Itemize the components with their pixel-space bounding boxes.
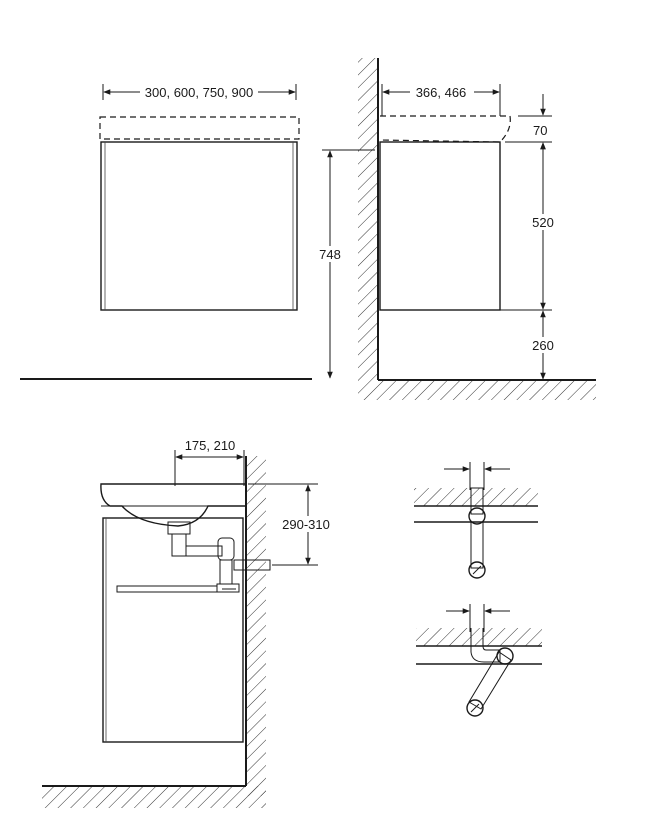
detail1-joint-upper xyxy=(468,507,486,525)
front-cabinet xyxy=(100,141,298,311)
detail1-pipe-lower xyxy=(470,521,484,569)
section-view: 175, 210 290-310 xyxy=(42,438,336,808)
detail1-joint-lower xyxy=(468,561,486,579)
drain-offset-label: 175, 210 xyxy=(185,438,236,453)
detail-angled-outlet xyxy=(416,604,542,717)
section-wall-hatch xyxy=(246,456,266,796)
depth-label: 366, 466 xyxy=(416,85,467,100)
outlet-height-label: 290-310 xyxy=(282,517,330,532)
outlet-pipe xyxy=(233,559,271,571)
front-countertop-outline xyxy=(99,116,300,140)
siphon-cup xyxy=(219,559,233,585)
floor-clearance-label: 260 xyxy=(532,338,554,353)
siphon-cap xyxy=(216,583,240,593)
drain-pipe xyxy=(171,533,187,557)
side-wall-hatch xyxy=(358,58,378,380)
detail1-pipe-upper xyxy=(470,487,484,515)
siphon-horizontal-pipe xyxy=(186,545,223,557)
siphon-body xyxy=(217,537,235,561)
total-height-label: 748 xyxy=(319,247,341,262)
total-height-label-bg xyxy=(317,246,343,262)
side-view: 366, 466 70 520 260 748 xyxy=(317,58,596,400)
detail-straight-outlet xyxy=(414,462,538,579)
detail2-top-hatch xyxy=(416,628,542,646)
outlet-height-label-bg xyxy=(276,516,336,532)
detail2-joint-lower xyxy=(466,699,484,717)
detail2-joint-mark xyxy=(470,703,480,713)
cabinet-height-label-bg xyxy=(530,214,556,230)
floor-clearance-label-bg xyxy=(530,337,556,353)
cabinet-shelf xyxy=(116,585,218,593)
cabinet-height-label: 520 xyxy=(532,215,554,230)
side-floor-hatch xyxy=(358,380,596,400)
detail1-top-hatch xyxy=(414,488,538,506)
depth-label-bg xyxy=(410,84,474,100)
top-label: 70 xyxy=(533,123,547,138)
section-cabinet xyxy=(102,517,244,743)
side-cabinet xyxy=(379,141,501,311)
detail1-joint-mark xyxy=(472,565,482,575)
detail2-pipe-bend xyxy=(470,628,501,663)
washbasin-outline xyxy=(100,483,247,527)
side-countertop-outline xyxy=(379,115,511,143)
width-label: 300, 600, 750, 900 xyxy=(145,85,253,100)
detail2-pipe-angled xyxy=(468,651,512,710)
section-floor-hatch xyxy=(42,786,266,808)
front-view: 300, 600, 750, 900 xyxy=(20,84,312,380)
width-label-bg xyxy=(140,84,258,100)
